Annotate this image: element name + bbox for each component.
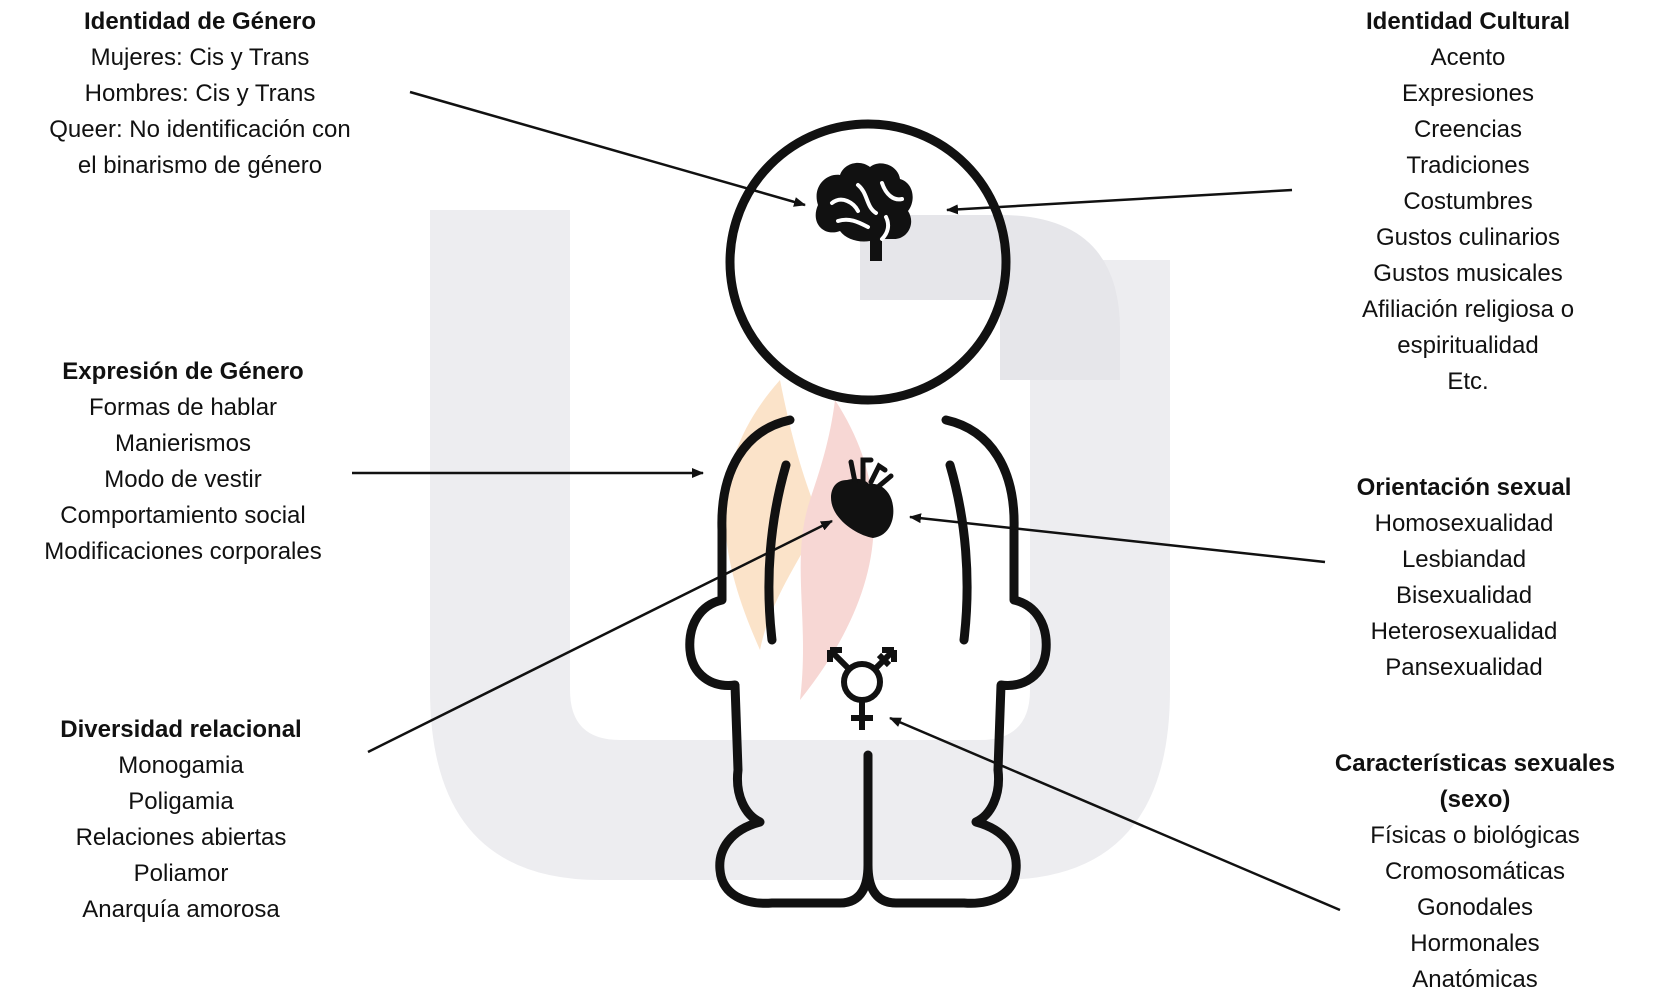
caracteristicas-sexuales-item: Gonodales — [1300, 890, 1650, 926]
expresion-genero-title: Expresión de Género — [8, 354, 358, 390]
identidad-cultural-item: Costumbres — [1318, 184, 1618, 220]
identidad-cultural-item: espiritualidad — [1318, 328, 1618, 364]
caracteristicas-sexuales-item: Anatómicas — [1300, 962, 1650, 998]
identidad-cultural-item: Tradiciones — [1318, 148, 1618, 184]
identidad-genero-item: Hombres: Cis y Trans — [8, 76, 392, 112]
arrow-identidad-genero — [410, 92, 805, 205]
identidad-cultural-item: Creencias — [1318, 112, 1618, 148]
caracteristicas-sexuales-item: Hormonales — [1300, 926, 1650, 962]
orientacion-sexual-item: Heterosexualidad — [1328, 614, 1600, 650]
orientacion-sexual-item: Bisexualidad — [1328, 578, 1600, 614]
caracteristicas-sexuales-item: Cromosomáticas — [1300, 854, 1650, 890]
caracteristicas-sexuales-block: Características sexuales (sexo) Físicas … — [1300, 746, 1650, 998]
diversidad-relacional-item: Monogamia — [20, 748, 342, 784]
identidad-cultural-block: Identidad Cultural Acento Expresiones Cr… — [1318, 4, 1618, 400]
watermark-right-bar — [860, 215, 1120, 380]
identidad-cultural-item: Gustos musicales — [1318, 256, 1618, 292]
orientacion-sexual-item: Lesbiandad — [1328, 542, 1600, 578]
identidad-cultural-item: Acento — [1318, 40, 1618, 76]
identidad-genero-title: Identidad de Género — [8, 4, 392, 40]
identidad-genero-item: Queer: No identificación con — [8, 112, 392, 148]
diversidad-relacional-title: Diversidad relacional — [20, 712, 342, 748]
orientacion-sexual-block: Orientación sexual Homosexualidad Lesbia… — [1328, 470, 1600, 686]
arrow-identidad-cultural — [947, 190, 1292, 210]
orientacion-sexual-title: Orientación sexual — [1328, 470, 1600, 506]
diversidad-relacional-item: Poliamor — [20, 856, 342, 892]
expresion-genero-item: Modo de vestir — [8, 462, 358, 498]
orientacion-sexual-item: Pansexualidad — [1328, 650, 1600, 686]
identidad-cultural-item: Afiliación religiosa o — [1318, 292, 1618, 328]
identidad-cultural-item: Etc. — [1318, 364, 1618, 400]
transgender-symbol-icon — [830, 650, 894, 730]
figure-right-arm-line — [950, 465, 967, 640]
diversidad-relacional-item: Relaciones abiertas — [20, 820, 342, 856]
caracteristicas-sexuales-item: Físicas o biológicas — [1300, 818, 1650, 854]
diversidad-relacional-block: Diversidad relacional Monogamia Poligami… — [20, 712, 342, 928]
identidad-genero-item: Mujeres: Cis y Trans — [8, 40, 392, 76]
orientacion-sexual-item: Homosexualidad — [1328, 506, 1600, 542]
identidad-cultural-item: Gustos culinarios — [1318, 220, 1618, 256]
identidad-cultural-title: Identidad Cultural — [1318, 4, 1618, 40]
expresion-genero-block: Expresión de Género Formas de hablar Man… — [8, 354, 358, 570]
identidad-genero-block: Identidad de Género Mujeres: Cis y Trans… — [8, 4, 392, 184]
expresion-genero-item: Manierismos — [8, 426, 358, 462]
diversidad-relacional-item: Poligamia — [20, 784, 342, 820]
diversidad-relacional-item: Anarquía amorosa — [20, 892, 342, 928]
watermark-logo — [430, 210, 1170, 880]
expresion-genero-item: Modificaciones corporales — [8, 534, 358, 570]
expresion-genero-item: Formas de hablar — [8, 390, 358, 426]
expresion-genero-item: Comportamiento social — [8, 498, 358, 534]
identidad-cultural-item: Expresiones — [1318, 76, 1618, 112]
caracteristicas-sexuales-title: Características sexuales (sexo) — [1300, 746, 1650, 818]
identidad-genero-item: el binarismo de género — [8, 148, 392, 184]
